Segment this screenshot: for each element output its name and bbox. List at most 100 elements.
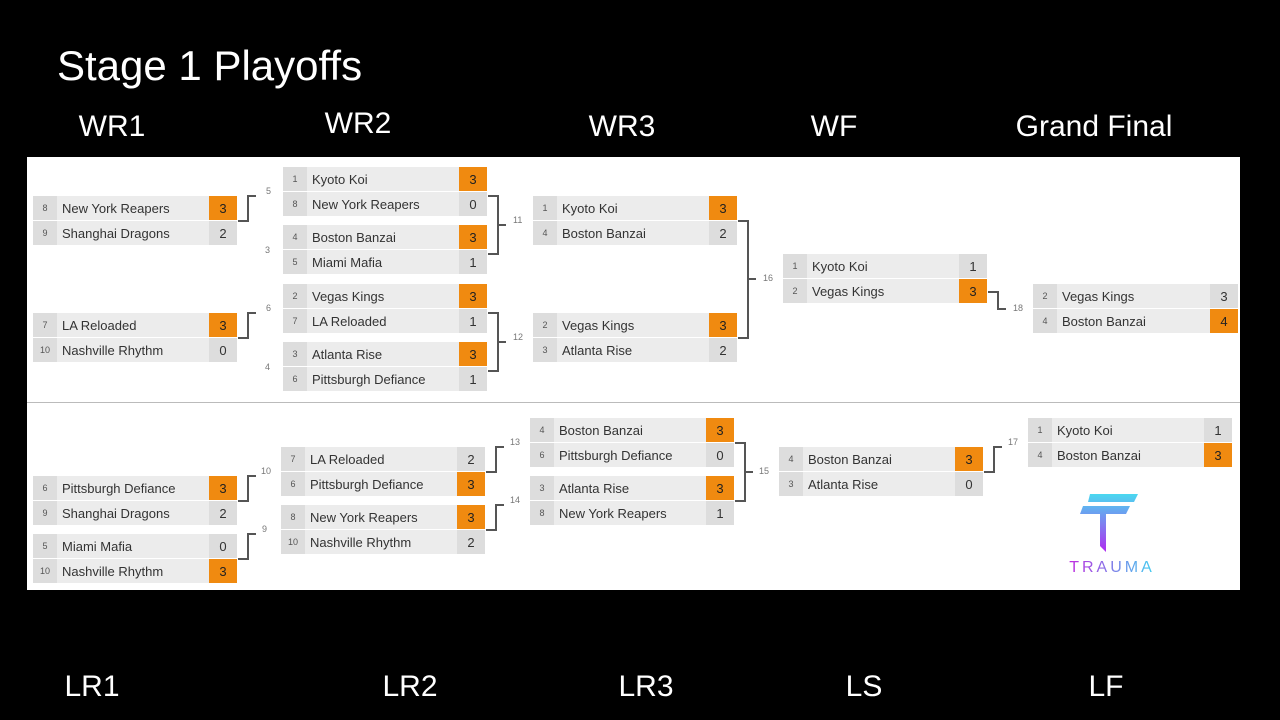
round-label-lr3: LR3 (618, 670, 674, 703)
team-seed: 6 (281, 472, 305, 496)
team-name: Nashville Rhythm (310, 534, 412, 550)
team-name: Kyoto Koi (562, 200, 618, 216)
team-name: Vegas Kings (312, 288, 385, 304)
team-score: 0 (209, 338, 237, 362)
team-score: 3 (459, 284, 487, 308)
match-number: 5 (266, 186, 272, 196)
team-seed: 10 (33, 338, 57, 362)
team-name: Boston Banzai (562, 225, 646, 241)
team-seed: 8 (283, 192, 307, 216)
team-score: 3 (209, 476, 237, 500)
team-seed: 1 (1028, 418, 1052, 442)
match-number: 10 (261, 466, 272, 476)
bracket-divider (27, 402, 1240, 403)
team-score: 2 (457, 530, 485, 554)
team-name: LA Reloaded (310, 451, 385, 467)
match-number: 4 (265, 362, 271, 372)
team-name: New York Reapers (310, 509, 418, 525)
team-name: Pittsburgh Defiance (559, 447, 673, 463)
round-label-grand-final: Grand Final (1015, 110, 1173, 143)
team-name: Miami Mafia (62, 538, 133, 554)
team-name: Pittsburgh Defiance (310, 476, 424, 492)
team-seed: 9 (33, 221, 57, 245)
team-score: 2 (209, 501, 237, 525)
match-number: 16 (763, 273, 774, 283)
team-seed: 4 (779, 447, 803, 471)
team-seed: 1 (283, 167, 307, 191)
team-name: Shanghai Dragons (62, 225, 170, 241)
team-score: 3 (959, 279, 987, 303)
team-score: 3 (706, 418, 734, 442)
team-name: Nashville Rhythm (62, 563, 164, 579)
team-score: 3 (709, 196, 737, 220)
team-name: Boston Banzai (808, 451, 892, 467)
team-score: 3 (459, 225, 487, 249)
team-name: Pittsburgh Defiance (62, 480, 176, 496)
team-seed: 5 (33, 534, 57, 558)
team-score: 3 (209, 559, 237, 583)
team-name: Vegas Kings (562, 317, 635, 333)
team-score: 3 (459, 167, 487, 191)
team-score: 1 (1204, 418, 1232, 442)
team-score: 0 (955, 472, 983, 496)
team-name: Boston Banzai (1062, 313, 1146, 329)
round-label-lr1: LR1 (64, 670, 120, 703)
team-seed: 1 (783, 254, 807, 278)
team-name: LA Reloaded (312, 313, 387, 329)
